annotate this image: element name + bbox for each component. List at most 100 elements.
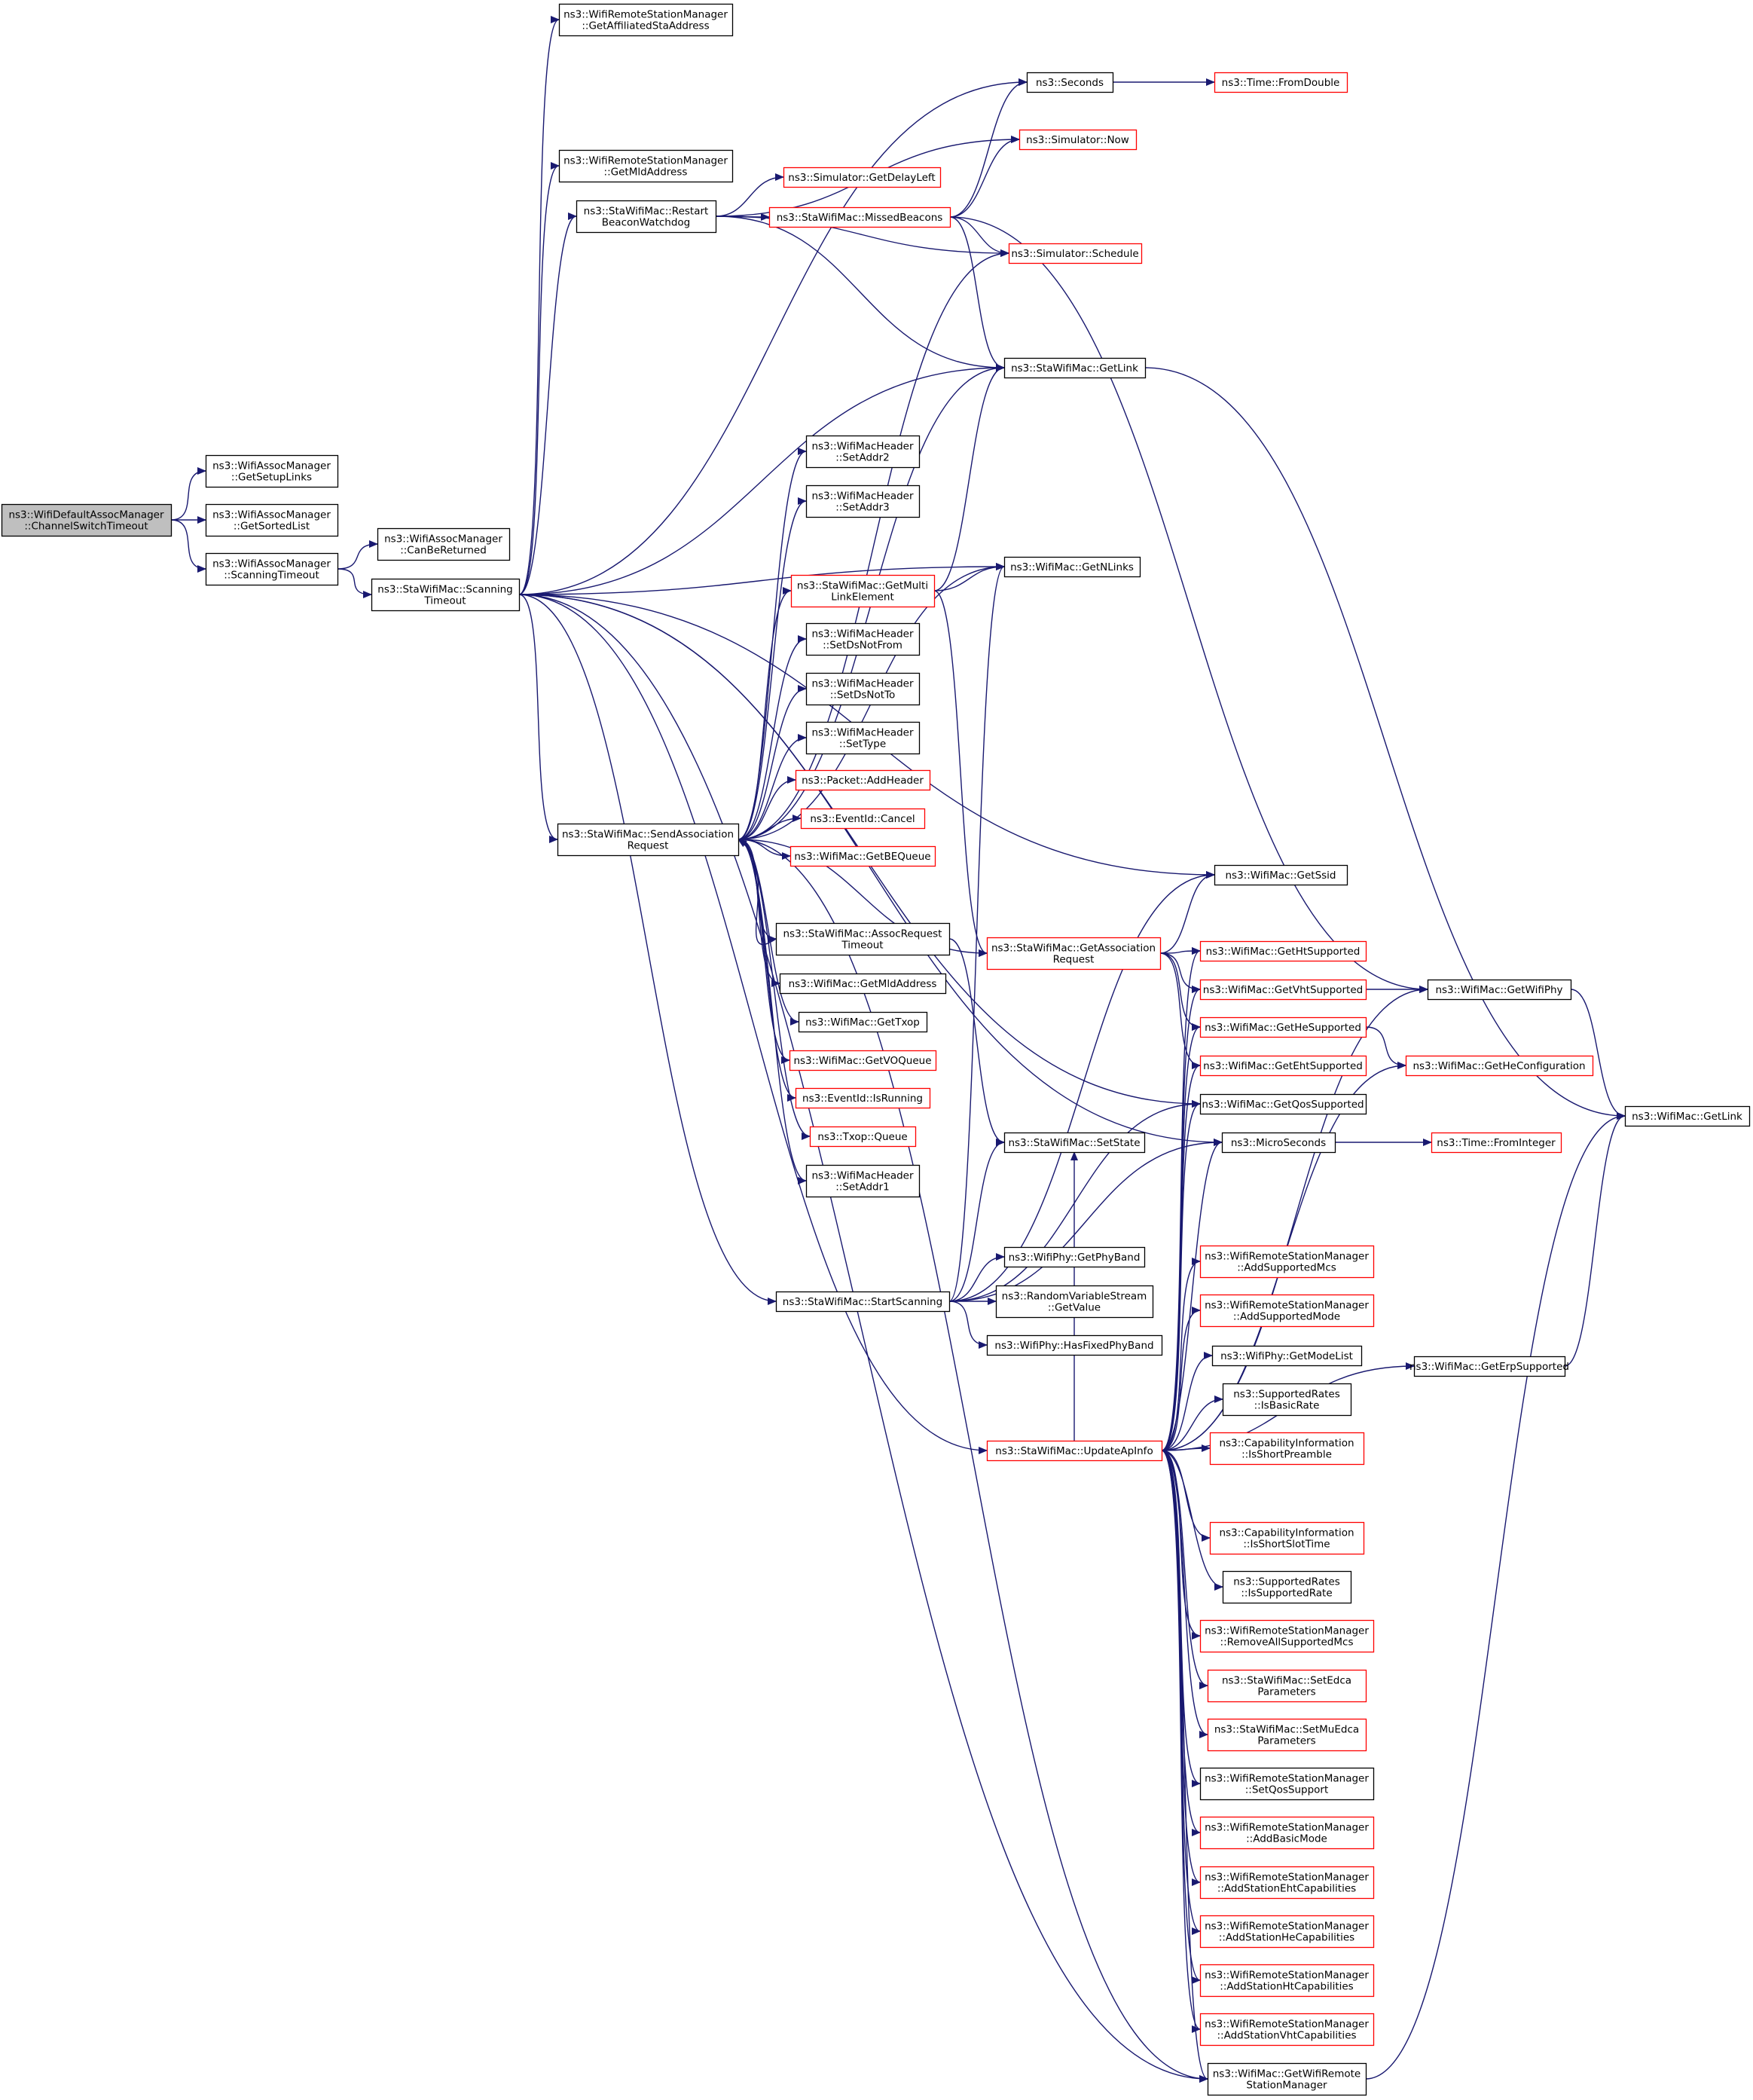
node-setDsNotTo[interactable]: ns3::WifiMacHeader::SetDsNotTo: [805, 672, 921, 706]
node-label-setAddr2-0: ns3::WifiMacHeader: [811, 441, 914, 453]
node-box-getNLinks: [1003, 556, 1141, 578]
node-label-now-0: ns3::Simulator::Now: [1026, 134, 1129, 146]
node-micro[interactable]: ns3::MicroSeconds: [1221, 1132, 1336, 1154]
node-canBeReturned[interactable]: ns3::WifiAssocManager::CanBeReturned: [377, 527, 511, 561]
node-startScanning[interactable]: ns3::StaWifiMac::StartScanning: [775, 1291, 951, 1313]
node-box-setMuEdca: [1207, 1718, 1367, 1752]
node-getBEQueue[interactable]: ns3::WifiMac::GetBEQueue: [789, 845, 936, 867]
node-fromDouble[interactable]: ns3::Time::FromDouble: [1214, 72, 1348, 93]
edge-getMultiLink-to-staGetLink: [933, 364, 1005, 591]
node-getTxop[interactable]: ns3::WifiMac::GetTxop: [798, 1011, 928, 1033]
node-staGetLink[interactable]: ns3::StaWifiMac::GetLink: [1003, 357, 1147, 379]
node-label-addEht-1: ::AddStationEhtCapabilities: [1217, 1883, 1356, 1895]
node-isBasicRate[interactable]: ns3::SupportedRates::IsBasicRate: [1222, 1383, 1352, 1417]
node-label-heSup-0: ns3::WifiMac::GetHeSupported: [1205, 1022, 1361, 1034]
node-getSetupLinks[interactable]: ns3::WifiAssocManager::GetSetupLinks: [205, 454, 339, 488]
node-addHeader[interactable]: ns3::Packet::AddHeader: [795, 769, 931, 791]
node-isRunning[interactable]: ns3::EventId::IsRunning: [795, 1087, 931, 1109]
node-addMode[interactable]: ns3::WifiRemoteStationManager::AddSuppor…: [1199, 1294, 1375, 1328]
node-setAddr1[interactable]: ns3::WifiMacHeader::SetAddr1: [805, 1164, 921, 1198]
node-heConfig[interactable]: ns3::WifiMac::GetHeConfiguration: [1405, 1055, 1594, 1077]
node-heSup[interactable]: ns3::WifiMac::GetHeSupported: [1199, 1016, 1367, 1038]
node-getAffiliated[interactable]: ns3::WifiRemoteStationManager::GetAffili…: [558, 3, 734, 37]
node-txopQueue[interactable]: ns3::Txop::Queue: [809, 1126, 917, 1148]
node-setQos[interactable]: ns3::WifiRemoteStationManager::SetQosSup…: [1199, 1767, 1375, 1801]
node-addMcs[interactable]: ns3::WifiRemoteStationManager::AddSuppor…: [1199, 1245, 1375, 1279]
node-setAddr3[interactable]: ns3::WifiMacHeader::SetAddr3: [805, 484, 921, 518]
node-box-erpSup: [1413, 1356, 1566, 1377]
node-missedBeacons[interactable]: ns3::StaWifiMac::MissedBeacons: [768, 206, 951, 228]
node-schedule[interactable]: ns3::Simulator::Schedule: [1008, 243, 1143, 264]
node-removeMcs[interactable]: ns3::WifiRemoteStationManager::RemoveAll…: [1199, 1619, 1375, 1653]
node-now[interactable]: ns3::Simulator::Now: [1019, 129, 1138, 151]
node-box-setAddr3: [805, 484, 921, 518]
node-getSortedList[interactable]: ns3::WifiAssocManager::GetSortedList: [205, 503, 339, 537]
node-setDsNotFrom[interactable]: ns3::WifiMacHeader::SetDsNotFrom: [805, 622, 921, 656]
node-erpSup[interactable]: ns3::WifiMac::GetErpSupported: [1409, 1356, 1569, 1377]
node-label-root-1: ::ChannelSwitchTimeout: [24, 521, 148, 533]
node-delayLeft[interactable]: ns3::Simulator::GetDelayLeft: [783, 167, 942, 188]
node-macGetLink[interactable]: ns3::WifiMac::GetLink: [1624, 1105, 1751, 1127]
node-setType[interactable]: ns3::WifiMacHeader::SetType: [805, 721, 921, 755]
node-eventCancel[interactable]: ns3::EventId::Cancel: [800, 808, 926, 830]
node-addEht[interactable]: ns3::WifiRemoteStationManager::AddStatio…: [1199, 1866, 1375, 1900]
node-htSup[interactable]: ns3::WifiMac::GetHtSupported: [1199, 940, 1367, 962]
edge-startScanning-to-getNLinks: [948, 563, 1005, 1302]
node-seconds[interactable]: ns3::Seconds: [1026, 72, 1114, 93]
node-addBasic[interactable]: ns3::WifiRemoteStationManager::AddBasicM…: [1199, 1816, 1375, 1850]
node-label-getAffiliated-1: ::GetAffiliatedStaAddress: [582, 20, 709, 32]
node-label-addBasic-0: ns3::WifiRemoteStationManager: [1205, 1822, 1369, 1834]
node-updateApInfo[interactable]: ns3::StaWifiMac::UpdateApInfo: [986, 1440, 1163, 1462]
node-box-getSetupLinks: [205, 454, 339, 488]
node-hasFixedBand[interactable]: ns3::WifiPhy::HasFixedPhyBand: [986, 1334, 1163, 1356]
node-getSsid[interactable]: ns3::WifiMac::GetSsid: [1214, 864, 1348, 886]
node-box-rsmGetMld: [558, 149, 734, 183]
node-addHt[interactable]: ns3::WifiRemoteStationManager::AddStatio…: [1199, 1964, 1375, 1998]
node-addHe[interactable]: ns3::WifiRemoteStationManager::AddStatio…: [1199, 1915, 1375, 1949]
node-addVht[interactable]: ns3::WifiRemoteStationManager::AddStatio…: [1199, 2013, 1375, 2047]
node-box-addBasic: [1199, 1816, 1375, 1850]
edge-staScanTimeout-to-getNLinks: [518, 563, 1005, 595]
node-getPhyBand[interactable]: ns3::WifiPhy::GetPhyBand: [1003, 1246, 1146, 1268]
edge-sendAssoc-to-getRsm: [738, 839, 1208, 2083]
node-root[interactable]: ns3::WifiDefaultAssocManager::ChannelSwi…: [1, 503, 173, 537]
node-macGetMld[interactable]: ns3::WifiMac::GetMldAddress: [779, 973, 947, 995]
node-setState[interactable]: ns3::StaWifiMac::SetState: [1003, 1132, 1146, 1154]
edge-updateApInfo-to-setQos: [1161, 1450, 1201, 1787]
edge-getMultiLink-to-getNLinks: [933, 563, 1005, 591]
node-modeList[interactable]: ns3::WifiPhy::GetModeList: [1211, 1345, 1363, 1367]
edge-updateApInfo-to-modeList: [1161, 1352, 1213, 1451]
node-getRsm[interactable]: ns3::WifiMac::GetWifiRemoteStationManage…: [1207, 2062, 1367, 2096]
node-box-root: [1, 503, 173, 537]
edge-staScanTimeout-to-rsmGetMld: [518, 162, 560, 595]
node-getNLinks[interactable]: ns3::WifiMac::GetNLinks: [1003, 556, 1141, 578]
node-box-setDsNotFrom: [805, 622, 921, 656]
edge-missedBeacons-to-now: [949, 136, 1020, 218]
node-getVOQueue[interactable]: ns3::WifiMac::GetVOQueue: [789, 1050, 937, 1071]
node-staScanTimeout[interactable]: ns3::StaWifiMac::ScanningTimeout: [371, 578, 521, 612]
node-qosSup[interactable]: ns3::WifiMac::GetQosSupported: [1199, 1093, 1367, 1115]
node-box-addMode: [1199, 1294, 1375, 1328]
node-label-txopQueue-0: ns3::Txop::Queue: [817, 1131, 907, 1143]
node-ehtSup[interactable]: ns3::WifiMac::GetEhtSupported: [1199, 1055, 1367, 1077]
edge-assocReqTimeout-to-setState: [948, 938, 1005, 1146]
node-assocScanTimeout[interactable]: ns3::WifiAssocManager::ScanningTimeout: [205, 552, 339, 586]
node-rsmGetMld[interactable]: ns3::WifiRemoteStationManager::GetMldAdd…: [558, 149, 734, 183]
node-getValue[interactable]: ns3::RandomVariableStream::GetValue: [995, 1285, 1154, 1319]
edge-staScanTimeout-to-sendAssoc: [518, 594, 558, 843]
node-vhtSup[interactable]: ns3::WifiMac::GetVhtSupported: [1199, 979, 1367, 1001]
node-shortSlot[interactable]: ns3::CapabilityInformation::IsShortSlotT…: [1209, 1521, 1365, 1555]
node-fromInteger[interactable]: ns3::Time::FromInteger: [1431, 1132, 1562, 1154]
node-getWifiPhy[interactable]: ns3::WifiMac::GetWifiPhy: [1427, 979, 1572, 1001]
node-shortPreamble[interactable]: ns3::CapabilityInformation::IsShortPream…: [1209, 1432, 1365, 1466]
node-setAddr2[interactable]: ns3::WifiMacHeader::SetAddr2: [805, 435, 921, 469]
node-isSupRate[interactable]: ns3::SupportedRates::IsSupportedRate: [1222, 1570, 1352, 1604]
